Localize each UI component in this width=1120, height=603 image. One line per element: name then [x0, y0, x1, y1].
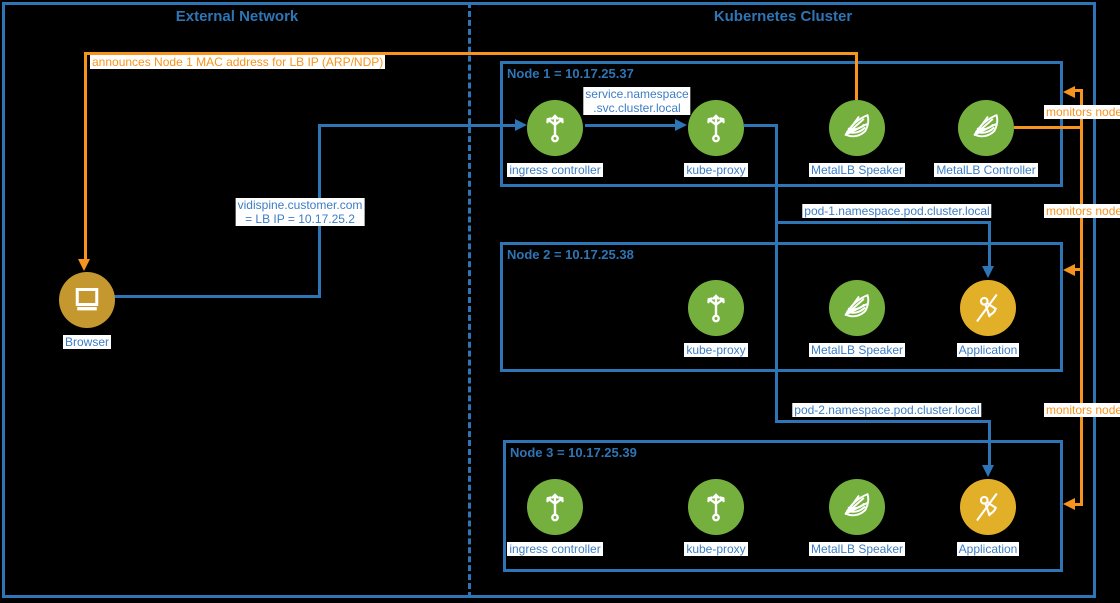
- edge-pod1-down: [988, 221, 991, 266]
- node-1-title: Node 1 = 10.17.25.37: [507, 66, 634, 81]
- component-label: MetalLB Controller: [934, 163, 1038, 177]
- pod2-dns-label: pod-2.namespace.pod.cluster.local: [792, 403, 982, 417]
- edge-pod-trunk: [775, 124, 778, 423]
- metallb-net-icon: [958, 100, 1014, 156]
- zone-title-cluster: Kubernetes Cluster: [713, 8, 853, 25]
- service-dns-line2: .svc.cluster.local: [593, 101, 681, 115]
- monitors-node-label: monitors node: [1044, 403, 1120, 417]
- edge-monitor-node3: [1073, 503, 1083, 506]
- branch-icon: [688, 479, 744, 535]
- announce-label: announces Node 1 MAC address for LB IP (…: [90, 55, 386, 69]
- edge-browser-out: [114, 295, 321, 298]
- arrowhead: [1063, 498, 1075, 510]
- component-label: MetalLB Speaker: [808, 343, 906, 357]
- node-3-title: Node 3 = 10.17.25.39: [510, 445, 637, 460]
- component-label: Application: [956, 343, 1020, 357]
- node3-ingress-controller: ingress controller: [480, 479, 630, 558]
- edge-into-ingress: [318, 124, 515, 127]
- metallb-net-icon: [829, 100, 885, 156]
- node-2-title: Node 2 = 10.17.25.38: [507, 247, 634, 262]
- metallb-net-icon: [829, 479, 885, 535]
- edge-monitor-trunk: [1080, 90, 1083, 506]
- node1-metallb-speaker: MetalLB Speaker: [782, 100, 932, 179]
- edge-pod2-down: [988, 420, 991, 465]
- edge-controller-out: [1014, 126, 1083, 129]
- edge-monitor-node2: [1073, 268, 1083, 271]
- edge-kubeproxy-out: [744, 124, 778, 127]
- component-label: MetalLB Speaker: [808, 163, 906, 177]
- monitors-node-label: monitors node: [1044, 105, 1120, 119]
- node2-metallb-speaker: MetalLB Speaker: [782, 280, 932, 359]
- edge-ingress-to-kubeproxy: [585, 124, 675, 127]
- monitors-node-label: monitors node: [1044, 204, 1120, 218]
- branch-icon: [527, 100, 583, 156]
- arrowhead: [1063, 86, 1075, 98]
- component-label: kube-proxy: [684, 163, 748, 177]
- branch-icon: [688, 100, 744, 156]
- edge-monitor-node1: [1073, 89, 1083, 92]
- node1-metallb-controller: MetalLB Controller: [911, 100, 1061, 179]
- node3-metallb-speaker: MetalLB Speaker: [782, 479, 932, 558]
- dns-label: vidispine.customer.com = LB IP = 10.17.2…: [235, 198, 365, 226]
- node1-kube-proxy: kube-proxy: [641, 100, 791, 179]
- node3-kube-proxy: kube-proxy: [641, 479, 791, 558]
- component-label: ingress controller: [507, 163, 603, 177]
- pod1-dns-label: pod-1.namespace.pod.cluster.local: [802, 204, 992, 218]
- node2-kube-proxy: kube-proxy: [641, 280, 791, 359]
- node-3-box: [503, 440, 1063, 572]
- edge-speaker-announce-up: [855, 52, 858, 100]
- dns-label-line1: vidispine.customer.com: [237, 198, 363, 212]
- component-label: Application: [956, 542, 1020, 556]
- node-2-box: [500, 242, 1063, 372]
- branch-icon: [688, 280, 744, 336]
- arrowhead: [982, 266, 994, 278]
- component-label: MetalLB Speaker: [808, 542, 906, 556]
- edge-pod2-branch: [775, 420, 991, 423]
- arrowhead: [1063, 264, 1075, 276]
- edge-announce-down: [84, 52, 87, 259]
- arrowhead: [515, 119, 527, 131]
- node3-application: Application: [913, 479, 1063, 558]
- diagram-border: [2, 2, 1096, 598]
- component-label: ingress controller: [507, 542, 603, 556]
- compass-icon: [960, 479, 1016, 535]
- browser-label: Browser: [62, 335, 111, 349]
- edge-pod1-branch: [775, 221, 991, 224]
- metallb-net-icon: [829, 280, 885, 336]
- zone-divider: [468, 2, 471, 598]
- arrowhead: [78, 259, 90, 271]
- browser: Browser: [12, 272, 162, 351]
- component-label: kube-proxy: [684, 343, 748, 357]
- service-dns-label: service.namespace .svc.cluster.local: [583, 87, 691, 115]
- compass-icon: [960, 280, 1016, 336]
- edge-announce-across: [84, 52, 858, 55]
- component-label: kube-proxy: [684, 542, 748, 556]
- arrowhead: [982, 465, 994, 477]
- branch-icon: [527, 479, 583, 535]
- node2-application: Application: [913, 280, 1063, 359]
- service-dns-line1: service.namespace: [585, 87, 689, 101]
- arrowhead: [675, 119, 687, 131]
- zone-title-external: External Network: [175, 8, 299, 25]
- dns-label-line2: = LB IP = 10.17.25.2: [245, 212, 355, 226]
- monitor-icon: [75, 288, 99, 311]
- browser-icon: [59, 272, 115, 328]
- node1-ingress-controller: ingress controller: [480, 100, 630, 179]
